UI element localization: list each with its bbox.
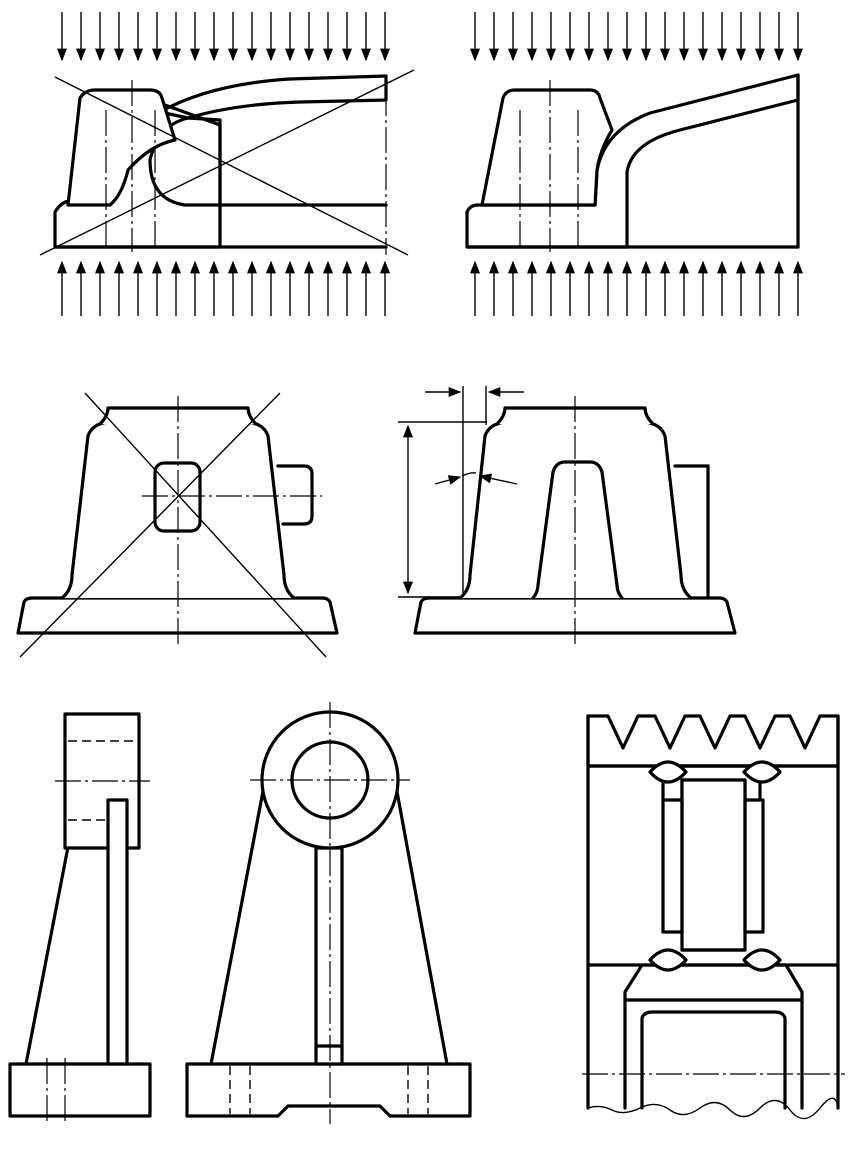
pulley-section (582, 714, 845, 1120)
groove-end (648, 948, 688, 972)
base-flange (16, 596, 339, 635)
hub-lower (623, 963, 804, 1002)
vertical-rib (314, 846, 344, 1066)
bracket-base (8, 1062, 152, 1118)
casting-section-defective (39, 12, 415, 316)
cross-out-lines (19, 392, 327, 658)
central-slot (680, 778, 747, 952)
groove-end (648, 760, 688, 784)
dimension-draft-width (425, 386, 524, 596)
base-flange (413, 596, 737, 635)
bore-inner (640, 1010, 787, 1110)
dimension-height (398, 421, 487, 598)
inner-recess (531, 460, 624, 600)
rib (106, 798, 129, 1066)
pressure-arrows-bottom (469, 260, 804, 316)
arched-wall (158, 74, 388, 120)
cross-out-lines (39, 69, 415, 256)
bracket-front-view (185, 702, 472, 1124)
pressure-arrows-top (469, 12, 804, 62)
thick-junction-crosshatch (148, 116, 222, 207)
boss (66, 88, 177, 207)
dimension-draft-angle (434, 472, 518, 485)
bracket-side-view (8, 712, 152, 1122)
bracket-base (185, 1062, 472, 1118)
housing-with-boss-defective (16, 392, 339, 658)
groove-end (742, 948, 782, 972)
section-wall (465, 73, 800, 249)
pressure-arrows-top (56, 12, 391, 62)
pressure-arrows-bottom (56, 260, 391, 316)
housing-improved-draft (398, 386, 737, 645)
groove-end (742, 760, 782, 784)
side-boss (276, 464, 314, 526)
boss (480, 88, 614, 207)
casting-section-improved (465, 12, 804, 316)
side-boss (673, 464, 710, 598)
toothed-rim (586, 714, 840, 768)
